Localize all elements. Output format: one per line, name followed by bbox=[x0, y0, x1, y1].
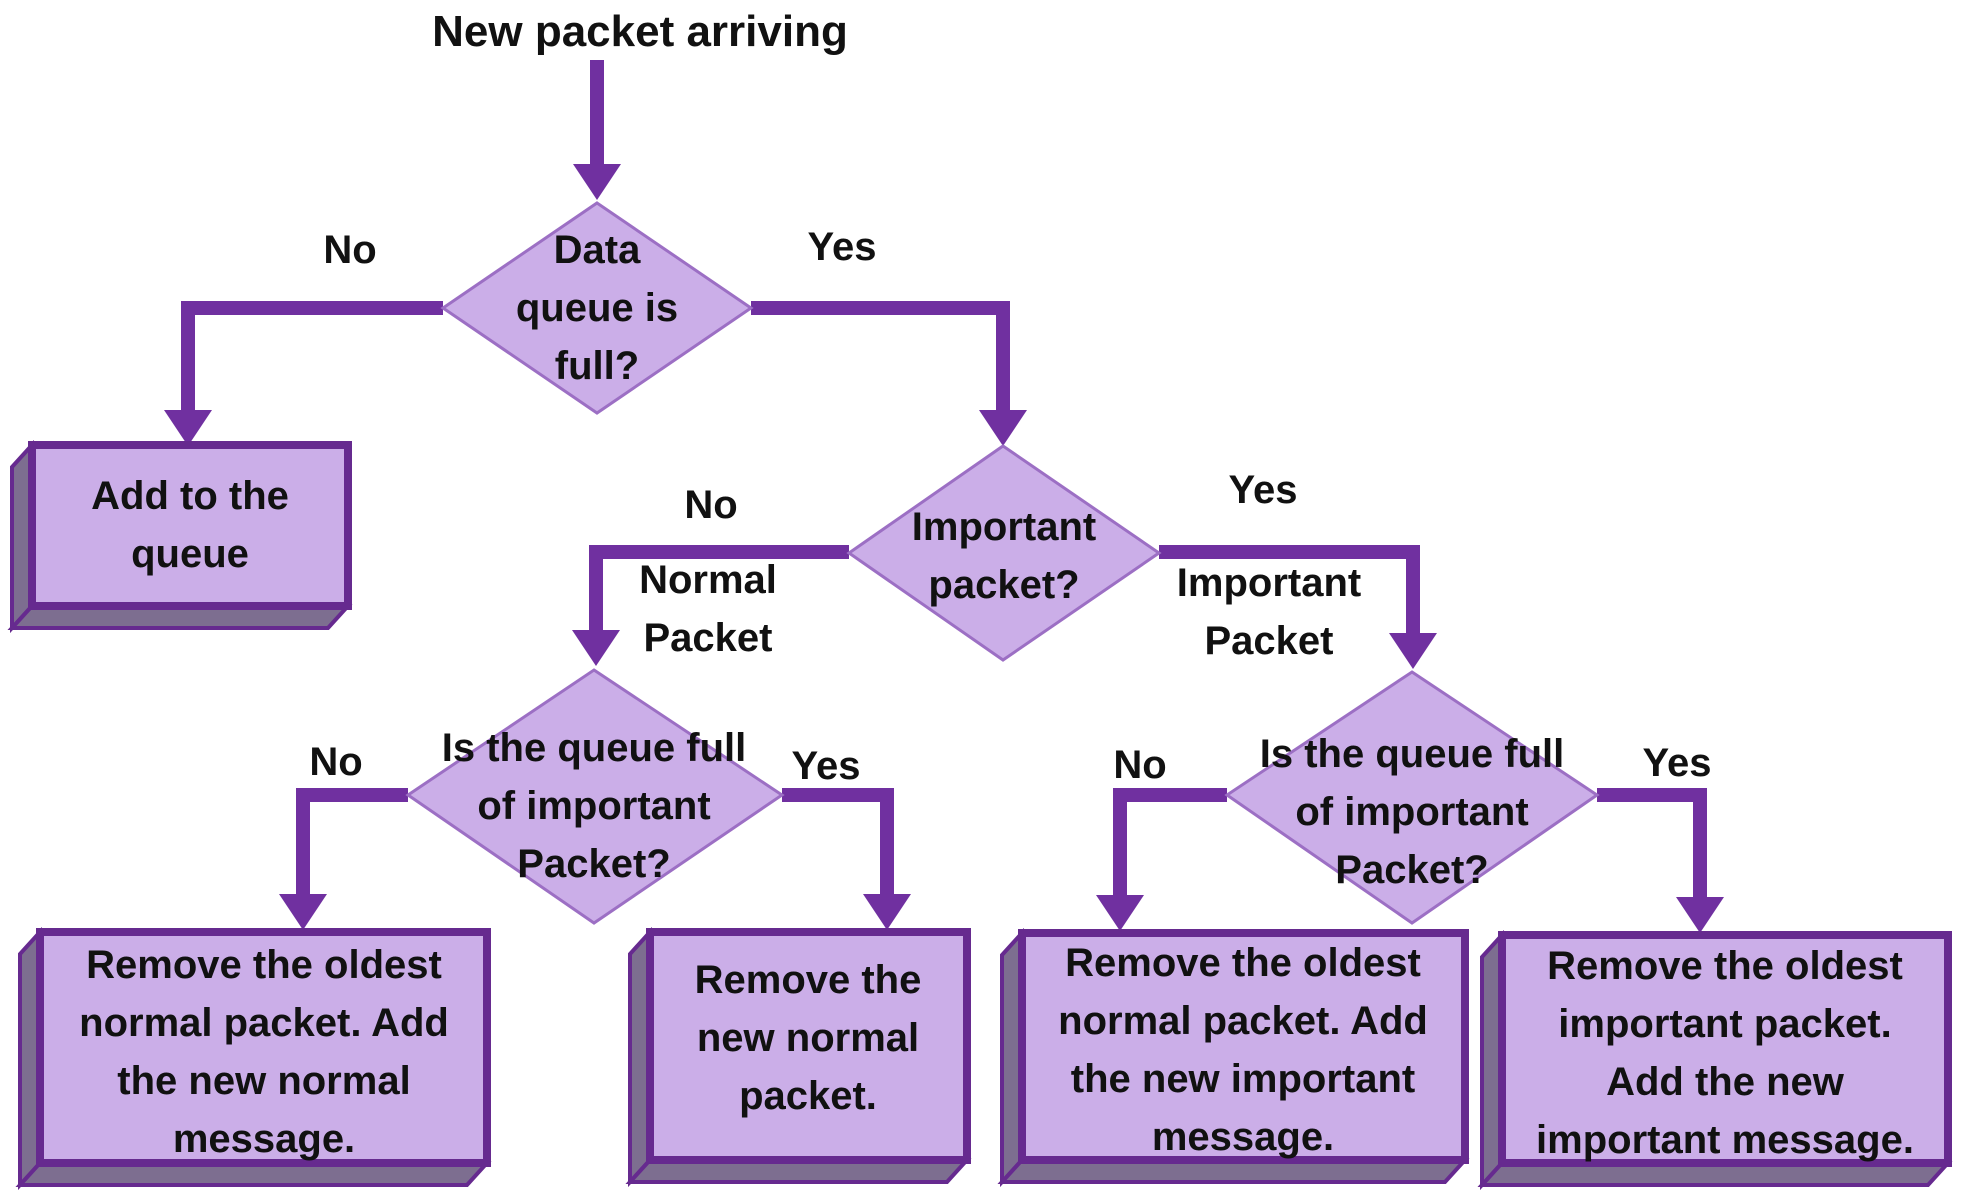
arrow-d1-yes bbox=[751, 301, 1010, 412]
box-remove-oldest-important bbox=[1498, 931, 1952, 1167]
d2-yes-sublabel: Important Packet bbox=[1176, 561, 1362, 663]
d2-yes-label: Yes bbox=[1228, 468, 1298, 512]
arrowhead-d3-no bbox=[279, 894, 327, 930]
arrow-d2-no bbox=[589, 545, 849, 630]
action-add-queue-label: Add to the queue bbox=[91, 474, 289, 576]
arrowhead-d2-no bbox=[572, 630, 620, 666]
arrowhead-d3-yes bbox=[863, 894, 911, 930]
action-remove-new-normal-label: Remove the new normal packet. bbox=[694, 958, 922, 1118]
action-remove-oldest-normal-imp-label: Remove the oldest normal packet. Add the… bbox=[1058, 941, 1428, 1159]
decision-queue-full-important-left bbox=[405, 668, 785, 925]
d1-no-label: No bbox=[323, 228, 377, 272]
d4-no-label: No bbox=[1113, 743, 1167, 787]
decision-important-packet bbox=[846, 444, 1162, 662]
decision-data-queue-full bbox=[440, 201, 754, 415]
box-remove-oldest-normal-imp bbox=[1018, 929, 1469, 1164]
flowchart-title: New packet arriving bbox=[432, 7, 848, 56]
arrowhead-d4-yes bbox=[1676, 897, 1724, 933]
d4-question: Is the queue full of important Packet? bbox=[1259, 732, 1565, 892]
box-add-queue bbox=[28, 441, 352, 610]
d3-yes-label: Yes bbox=[791, 744, 861, 788]
d2-no-sublabel: Normal Packet bbox=[639, 558, 777, 660]
decision-queue-full-important-right bbox=[1224, 670, 1600, 925]
d2-no-label: No bbox=[684, 483, 738, 527]
d3-no-label: No bbox=[309, 740, 363, 784]
d1-question: Data queue is full? bbox=[515, 228, 679, 388]
arrow-d2-yes bbox=[1159, 545, 1420, 634]
arrowhead-d1-yes bbox=[979, 410, 1027, 446]
d3-question: Is the queue full of important Packet? bbox=[441, 726, 747, 886]
arrow-d1-no bbox=[181, 301, 443, 412]
action-remove-oldest-normal-label: Remove the oldest normal packet. Add the… bbox=[79, 943, 449, 1161]
arrow-d4-no bbox=[1113, 788, 1227, 897]
arrowhead-d1-no bbox=[164, 410, 212, 446]
arrowhead-d4-no bbox=[1096, 895, 1144, 931]
arrowhead-d2-yes bbox=[1389, 633, 1437, 669]
d2-question: Important packet? bbox=[911, 505, 1097, 607]
arrow-d3-no bbox=[296, 788, 408, 896]
arrowhead-start-to-d1 bbox=[573, 164, 621, 200]
d4-yes-label: Yes bbox=[1642, 741, 1712, 785]
arrow-d4-yes bbox=[1597, 788, 1707, 899]
box-remove-new-normal bbox=[646, 928, 971, 1164]
d1-yes-label: Yes bbox=[807, 225, 877, 269]
action-remove-oldest-important-label: Remove the oldest important packet. Add … bbox=[1536, 944, 1914, 1162]
arrow-d3-yes bbox=[782, 788, 894, 896]
box-remove-oldest-normal bbox=[36, 928, 491, 1167]
